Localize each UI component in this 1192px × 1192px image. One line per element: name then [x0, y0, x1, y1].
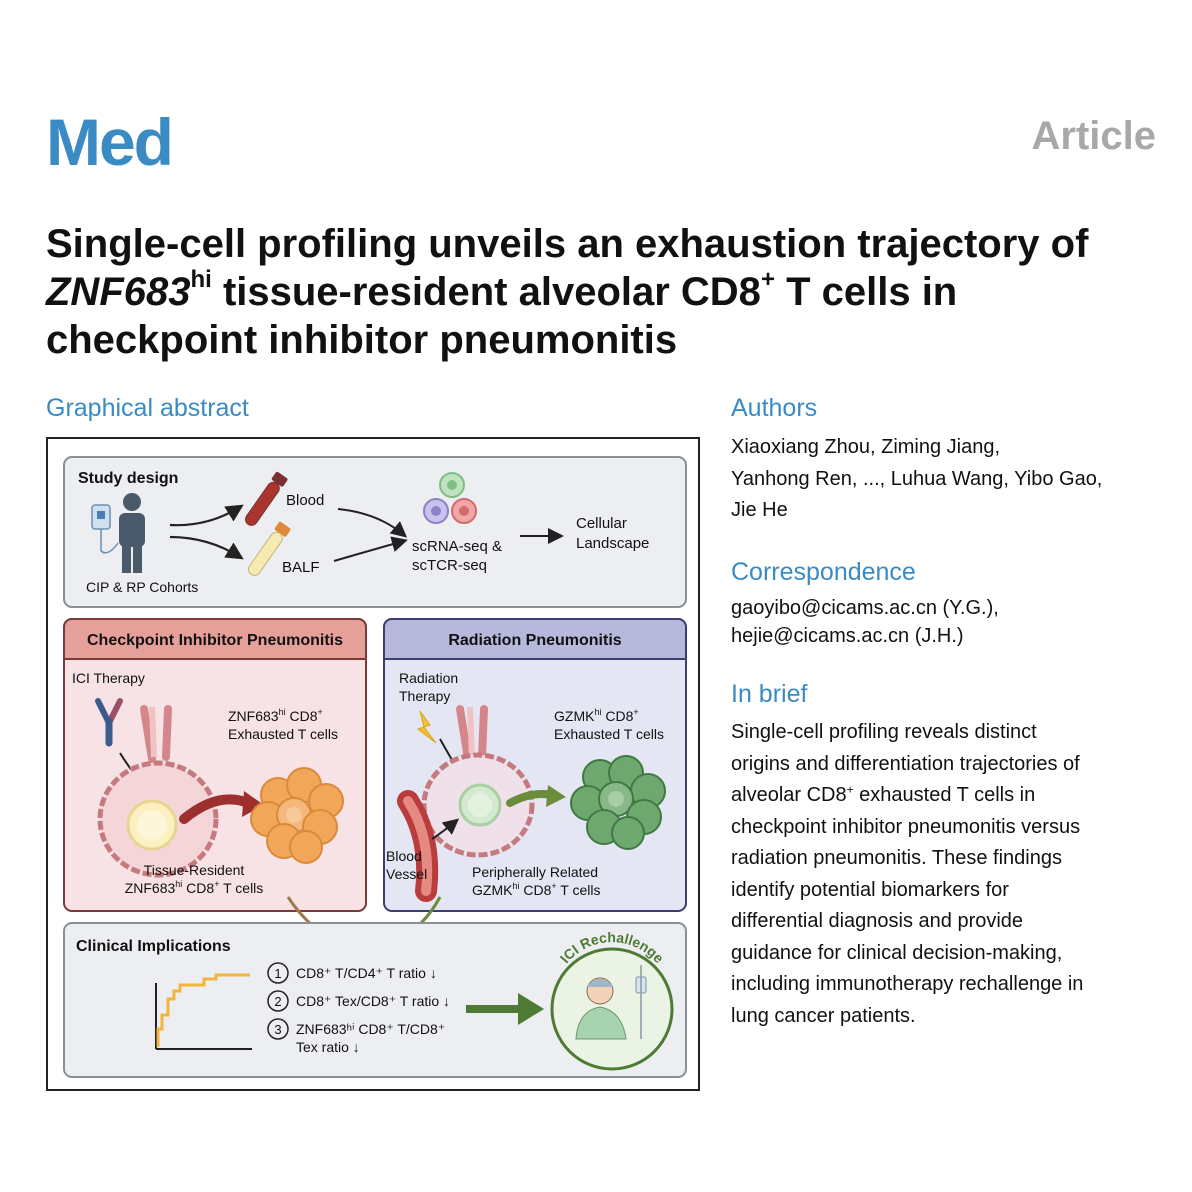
balf-tube-icon [248, 521, 291, 576]
in-brief-line-3: alveolar CD8+ exhausted T cells in [731, 782, 1036, 806]
cip-cells-label-line2: Exhausted T cells [228, 726, 338, 742]
rp-peripheral-cell-nucleus [468, 793, 492, 817]
in-brief-text: Single-cell profiling reveals distinct o… [731, 717, 1171, 1032]
in-brief-line-8: guidance for clinical decision-making, [731, 941, 1063, 964]
in-brief-line-9: including immunotherapy rechallenge in [731, 973, 1084, 995]
in-brief-line-7: differential diagnosis and provide [731, 910, 1024, 932]
rp-airway-icon [456, 705, 488, 763]
correspondence-email-1[interactable]: gaoyibo@cicams.ac.cn (Y.G.), [731, 597, 999, 619]
rp-origin-label-line2: GZMKhi CD8+ T cells [472, 881, 600, 898]
title-cd8-sup: + [760, 266, 775, 293]
arrow-to-balf [169, 535, 244, 560]
cip-title: Checkpoint Inhibitor Pneumonitis [87, 632, 343, 649]
graphical-abstract-heading: Graphical abstract [46, 394, 249, 422]
clinical-item-2-text: CD8⁺ Tex/CD8⁺ T ratio ↓ [296, 993, 450, 1009]
rp-cells-label-line2: Exhausted T cells [554, 726, 664, 742]
in-brief-line-10: lung cancer patients. [731, 1004, 916, 1027]
arrow-blood-to-seq [337, 508, 408, 538]
in-brief-line-5: radiation pneumonitis. These findings [731, 847, 1062, 869]
in-brief-line-1: Single-cell profiling reveals distinct [731, 721, 1037, 743]
balf-label: BALF [282, 559, 320, 576]
title-part-3: T cells in checkpoint inhibitor pneumoni… [46, 270, 958, 362]
authors-line-1: Xiaoxiang Zhou, Ziming Jiang, [731, 436, 1001, 458]
in-brief-line-2: origins and differentiation trajectories… [731, 752, 1080, 775]
blood-label: Blood [286, 492, 324, 509]
rp-therapy-label-line1: Radiation [399, 670, 458, 686]
clinical-implications-panel: Clinical Implications 1 CD8⁺ T/CD4⁺ T ra… [63, 922, 687, 1078]
arrow-to-blood [169, 504, 244, 527]
cip-transition-arrow [179, 794, 253, 824]
clinical-title: Clinical Implications [76, 938, 231, 955]
rp-origin-label-line1: Peripherally Related [472, 864, 598, 880]
title-gene: ZNF683 [46, 270, 191, 314]
correspondence-email-2[interactable]: hejie@cicams.ac.cn (J.H.) [731, 625, 964, 647]
study-design-title: Study design [78, 470, 178, 487]
cip-transition-arrowhead [242, 791, 264, 817]
blood-vessel-lumen [403, 796, 433, 896]
graphical-abstract-figure: Study design CIP & RP Cohorts Blood BALF [46, 437, 700, 1091]
graphical-abstract-svg: Study design CIP & RP Cohorts Blood BALF [63, 456, 687, 1078]
ici-rechallenge-icon [550, 947, 674, 1071]
journal-logo: Med [46, 105, 174, 179]
title-gene-sup: hi [190, 266, 212, 293]
study-design-panel: Study design CIP & RP Cohorts Blood BALF [63, 456, 687, 608]
authors-line-2: Yanhong Ren, ..., Luhua Wang, Yibo Gao, [731, 467, 1103, 490]
survival-curve-icon [155, 973, 252, 1050]
authors-list: Xiaoxiang Zhou, Ziming Jiang, Yanhong Re… [731, 432, 1171, 527]
radiation-bolt-icon [416, 710, 437, 744]
rp-title: Radiation Pneumonitis [448, 632, 621, 649]
title-part-1: Single-cell profiling unveils an exhaust… [46, 222, 1089, 266]
clinical-item-3-text: ZNF683ʰⁱ CD8⁺ T/CD8⁺ [296, 1021, 445, 1037]
seq-label-line1: scRNA-seq & [412, 538, 502, 555]
ici-therapy-label: ICI Therapy [72, 670, 145, 686]
clinical-item-1-text: CD8⁺ T/CD4⁺ T ratio ↓ [296, 965, 437, 981]
clinical-item-3-num: 3 [274, 1022, 281, 1037]
cip-panel: Checkpoint Inhibitor Pneumonitis ICI The… [63, 618, 367, 912]
clinical-item-2: 2 CD8⁺ Tex/CD8⁺ T ratio ↓ [267, 990, 450, 1012]
single-cells-icon [423, 472, 477, 524]
vessel-label-line2: Vessel [386, 866, 427, 882]
antibody-icon [95, 698, 123, 747]
vessel-to-alveolus-arrow [431, 818, 460, 840]
blood-tube-icon [245, 471, 288, 526]
clinical-item-1-num: 1 [274, 966, 281, 981]
clinical-item-3-text-line2: Tex ratio ↓ [296, 1039, 360, 1055]
rp-panel: Radiation Pneumonitis Radiation Therapy … [383, 618, 687, 912]
rp-transition-arrowhead [546, 785, 566, 807]
cip-exhausted-cells-icon [250, 767, 344, 864]
clinical-item-3: 3 ZNF683ʰⁱ CD8⁺ T/CD8⁺ Tex ratio ↓ [267, 1018, 445, 1055]
authors-heading: Authors [731, 394, 818, 422]
landscape-label-line1: Cellular [576, 515, 627, 532]
cohorts-label: CIP & RP Cohorts [86, 579, 198, 595]
article-title: Single-cell profiling unveils an exhaust… [46, 220, 1166, 364]
vessel-label-line1: Blood [386, 848, 422, 864]
clinical-item-2-num: 2 [274, 994, 281, 1009]
arrow-balf-to-seq [333, 536, 408, 562]
in-brief-line-6: identify potential biomarkers for [731, 878, 1009, 901]
article-type-label: Article [1031, 114, 1157, 158]
seq-label-line2: scTCR-seq [412, 557, 487, 574]
correspondence-heading: Correspondence [731, 558, 916, 586]
patient-icon [91, 493, 145, 573]
correspondence-block: gaoyibo@cicams.ac.cn (Y.G.), hejie@cicam… [731, 594, 1171, 650]
clinical-item-1: 1 CD8⁺ T/CD4⁺ T ratio ↓ [267, 962, 437, 984]
in-brief-heading: In brief [731, 680, 808, 708]
cip-airway-icon [140, 705, 172, 763]
rp-therapy-label-line2: Therapy [399, 688, 450, 704]
cip-origin-label-line2: ZNF683hi CD8+ T cells [125, 879, 264, 896]
title-part-2: tissue-resident alveolar CD8 [211, 270, 761, 314]
cip-cells-label-line1: ZNF683hi CD8+ [228, 707, 323, 724]
rechallenge-arrow [466, 993, 544, 1025]
rp-cells-label-line1: GZMKhi CD8+ [554, 707, 639, 724]
authors-line-3: Jie He [731, 499, 788, 521]
cip-resident-cell-nucleus [137, 810, 167, 840]
rp-exhausted-cells-icon [570, 755, 666, 850]
landscape-label-line2: Landscape [576, 535, 649, 552]
in-brief-line-4: checkpoint inhibitor pneumonitis versus [731, 815, 1081, 838]
cip-origin-label-line1: Tissue-Resident [144, 862, 245, 878]
